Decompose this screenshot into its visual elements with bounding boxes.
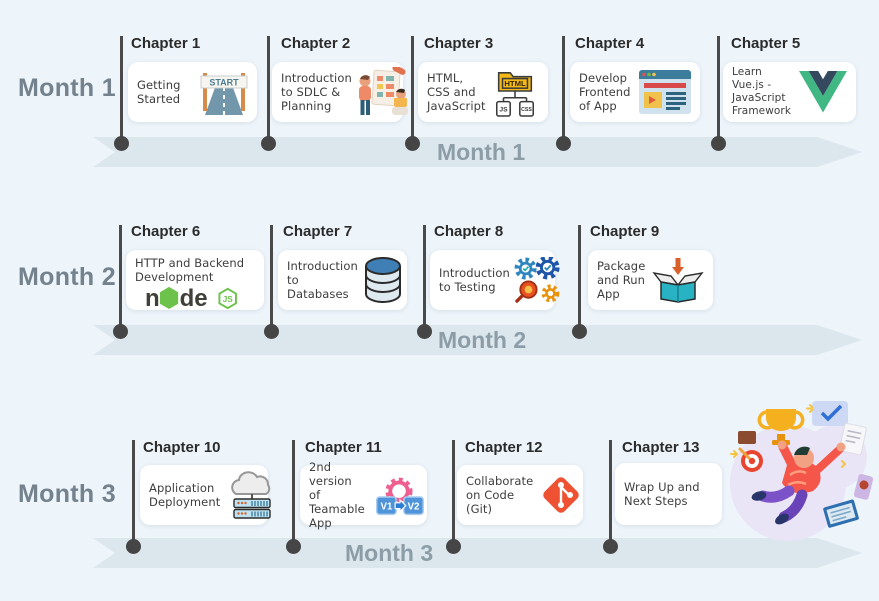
chapter-5-line: [717, 36, 720, 144]
chapter-8-line: [423, 225, 426, 332]
cloud-deployment-icon: [231, 471, 272, 519]
chapter-description: Introduction to Testing: [439, 265, 510, 294]
start-banner-icon: START: [200, 73, 248, 115]
chapter-description: HTTP and Backend Development: [135, 256, 245, 285]
chapter-7-card: Introduction to Databases: [278, 250, 407, 310]
chapter-title: Chapter 6: [131, 223, 201, 240]
timeline-dot: [603, 539, 618, 554]
chapter-title: Chapter 12: [465, 439, 543, 456]
chapter-title: Chapter 8: [434, 223, 504, 240]
svg-text:CSS: CSS: [521, 107, 532, 113]
svg-text:START: START: [209, 78, 239, 88]
chapter-description: Getting Started: [137, 77, 181, 106]
chapter-4-card: Develop Frontend of App: [570, 62, 700, 122]
timeline-dot: [405, 136, 420, 151]
timeline-dot: [126, 539, 141, 554]
chapter-9-line: [578, 225, 581, 332]
svg-text:n: n: [145, 285, 160, 310]
timeline-dot: [286, 539, 301, 554]
chapter-10-card: Application Deployment: [140, 465, 272, 525]
chapter-6-line: [119, 225, 122, 332]
chapter-title: Chapter 4: [575, 35, 645, 52]
package-box-icon: [652, 258, 704, 303]
svg-text:de: de: [180, 285, 208, 310]
chapter-title: Chapter 9: [590, 223, 660, 240]
timeline-dot: [417, 324, 432, 339]
git-logo-icon: [543, 477, 580, 513]
chapter-2-line: [267, 36, 270, 144]
chapter-7-line: [270, 225, 273, 332]
chapter-3-card: HTML, CSS and JavaScript HTML JS CSS: [418, 62, 548, 122]
chapter-1-line: [120, 36, 123, 144]
chapter-6-card: HTTP and Backend Development n de JS: [126, 250, 264, 310]
chapter-2-card: Introduction to SDLC & Planning: [272, 62, 408, 122]
month-3-band-label: Month 3: [345, 540, 434, 566]
chapter-description: Application Deployment: [149, 480, 221, 509]
svg-text:V1: V1: [380, 502, 392, 513]
chapter-12-line: [452, 440, 455, 547]
month-2-side-label: Month 2: [18, 263, 116, 291]
celebration-illustration: [730, 401, 874, 541]
month-3-band: [93, 538, 862, 568]
chapter-title: Chapter 3: [424, 35, 494, 52]
chapter-title: Chapter 1: [131, 35, 201, 52]
chapter-4-line: [562, 36, 565, 144]
chapter-title: Chapter 2: [281, 35, 351, 52]
chapter-title: Chapter 10: [143, 439, 221, 456]
month-2-band-label: Month 2: [438, 327, 527, 353]
chapter-description: Learn Vue.js - JavaScript Framework: [732, 66, 792, 117]
vuejs-logo-icon: [799, 71, 847, 113]
chapter-title: Chapter 7: [283, 223, 353, 240]
chapter-title: Chapter 11: [305, 439, 382, 456]
chapter-1-card: Getting Started START: [128, 62, 257, 122]
database-icon: [364, 257, 401, 303]
month-3-side-label: Month 3: [18, 480, 116, 508]
timeline-dot: [556, 136, 571, 151]
html-css-js-icon: HTML JS CSS: [495, 72, 535, 117]
chapter-title: Chapter 5: [731, 35, 801, 52]
chapter-5-card: Learn Vue.js - JavaScript Framework: [723, 62, 856, 122]
chapter-12-card: Collaborate on Code (Git): [457, 465, 583, 525]
month-1-side-label: Month 1: [18, 74, 116, 102]
chapter-13-line: [609, 440, 612, 547]
timeline-dot: [261, 136, 276, 151]
chapter-10-line: [132, 440, 135, 547]
timeline-dot: [264, 324, 279, 339]
month-1-band-label: Month 1: [437, 139, 526, 165]
chapter-description: Develop Frontend of App: [579, 70, 631, 113]
chapter-description: Package and Run App: [597, 258, 646, 301]
chapter-8-card: Introduction to Testing: [430, 250, 560, 310]
chapter-9-card: Package and Run App: [588, 250, 713, 310]
sdlc-planning-icon: [358, 67, 408, 115]
chapter-description: Introduction to Databases: [287, 258, 358, 301]
timeline-dot: [113, 324, 128, 339]
svg-text:HTML: HTML: [504, 79, 526, 88]
chapter-description: Collaborate on Code (Git): [466, 473, 534, 516]
month-2-band: [93, 325, 862, 355]
month-1-band: [93, 137, 862, 167]
chapter-13-card: Wrap Up and Next Steps: [615, 463, 722, 525]
chapter-description: HTML, CSS and JavaScript: [427, 70, 486, 113]
chapter-title: Chapter 13: [622, 439, 700, 456]
chapter-11-card: 2nd version of Teamable App V1 V2: [300, 460, 427, 530]
svg-text:JS: JS: [499, 107, 508, 114]
nodejs-logo-icon: n de JS: [145, 285, 237, 310]
chapter-3-line: [411, 36, 414, 144]
timeline-dot: [114, 136, 129, 151]
chapter-11-line: [292, 440, 295, 547]
frontend-browser-icon: [639, 70, 691, 114]
timeline-dot: [572, 324, 587, 339]
svg-text:JS: JS: [223, 295, 234, 304]
timeline-dot: [711, 136, 726, 151]
chapter-description: Introduction to SDLC & Planning: [281, 70, 352, 113]
version-upgrade-icon: V1 V2: [375, 477, 424, 516]
timeline-dot: [446, 539, 461, 554]
svg-text:V2: V2: [407, 502, 419, 513]
chapter-description: 2nd version of Teamable App: [309, 459, 365, 531]
chapter-description: Wrap Up and Next Steps: [624, 479, 700, 508]
testing-gears-icon: [514, 257, 560, 303]
